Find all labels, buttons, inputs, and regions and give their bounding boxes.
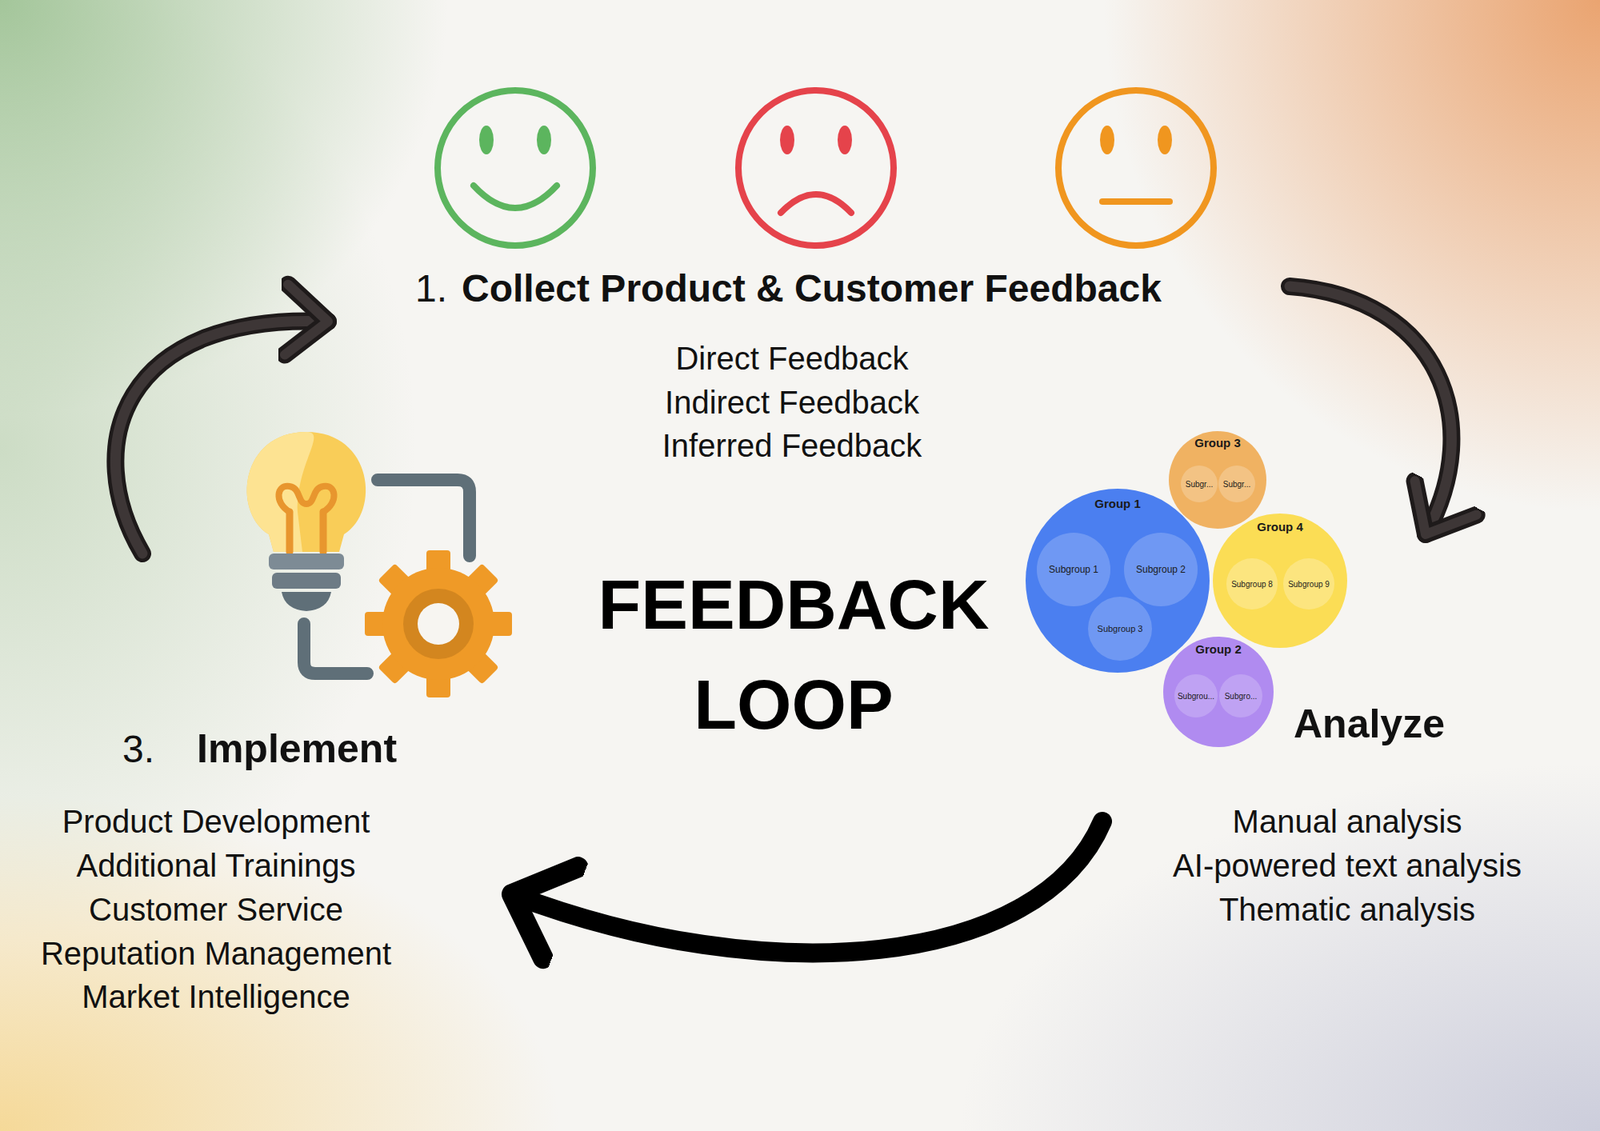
subgroup-circle: Subgroup 3 xyxy=(1088,596,1152,661)
step-heading: Analyze xyxy=(1293,701,1445,748)
step-number: 1. xyxy=(415,266,448,311)
bulb-gear-icon xyxy=(247,432,512,698)
group-circle: Group 2 Subgrou... Subgro... xyxy=(1163,636,1274,748)
group-circle: Group 3 Subgr... Subgr... xyxy=(1168,431,1267,529)
diagram-title: FEEDBACK LOOP xyxy=(569,554,1018,755)
implementation-area: Customer Service xyxy=(88,891,344,928)
subgroup-name: Subgroup 1 xyxy=(1048,564,1099,576)
subgroup-name: Subgr... xyxy=(1185,480,1213,489)
neutral-face xyxy=(1058,90,1214,246)
cycle-arrow xyxy=(115,320,328,554)
subgroup-name: Subgr... xyxy=(1223,480,1251,489)
subgroup-name: Subgro... xyxy=(1224,692,1258,701)
analysis-method: Thematic analysis xyxy=(1219,891,1476,928)
group-name: Group 4 xyxy=(1212,520,1348,534)
group-name: Group 3 xyxy=(1168,436,1267,450)
implementation-area: Additional Trainings xyxy=(76,847,356,884)
subgroup-circle: Subgro... xyxy=(1219,674,1263,718)
subgroup-circle: Subgroup 1 xyxy=(1036,532,1111,607)
subgroup-name: Subgroup 9 xyxy=(1288,580,1330,589)
implementation-area: Market Intelligence xyxy=(81,978,351,1016)
feedback-type: Inferred Feedback xyxy=(662,427,923,464)
subgroup-name: Subgroup 2 xyxy=(1136,564,1186,576)
implementation-area: Product Development xyxy=(62,803,371,840)
happy-face xyxy=(437,90,593,246)
subgroup-circle: Subgrou... xyxy=(1174,674,1218,718)
subgroup-circle: Subgr... xyxy=(1180,465,1218,503)
sad-face xyxy=(738,90,894,246)
step-heading: Implement xyxy=(196,726,397,773)
implementation-area: Reputation Management xyxy=(40,935,392,972)
group-circle: Group 1 Subgroup 1 Subgroup 2 Subgroup 3 xyxy=(1025,488,1210,673)
subgroup-name: Subgroup 3 xyxy=(1097,624,1144,634)
feedback-type: Indirect Feedback xyxy=(664,384,920,421)
cycle-arrow xyxy=(512,821,1103,953)
group-name: Group 1 xyxy=(1025,496,1210,511)
subgroup-circle: Subgroup 9 xyxy=(1283,558,1335,610)
cycle-arrow xyxy=(1289,286,1452,535)
group-name: Group 2 xyxy=(1163,642,1274,656)
feedback-type: Direct Feedback xyxy=(675,340,908,377)
group-circle: Group 4 Subgroup 8 Subgroup 9 xyxy=(1212,513,1348,648)
subgroup-circle: Subgroup 8 xyxy=(1226,558,1278,610)
subgroup-circle: Subgr... xyxy=(1218,465,1256,503)
step-number: 3. xyxy=(122,727,155,772)
subgroup-name: Subgrou... xyxy=(1177,692,1215,701)
subgroup-name: Subgroup 8 xyxy=(1231,580,1273,589)
analysis-method: AI-powered text analysis xyxy=(1172,847,1522,884)
cycle-arrow xyxy=(1289,286,1452,535)
analysis-method: Manual analysis xyxy=(1232,803,1463,840)
cycle-arrow xyxy=(115,320,328,554)
step-heading: Collect Product & Customer Feedback xyxy=(461,266,1162,311)
subgroup-circle: Subgroup 2 xyxy=(1124,532,1198,607)
